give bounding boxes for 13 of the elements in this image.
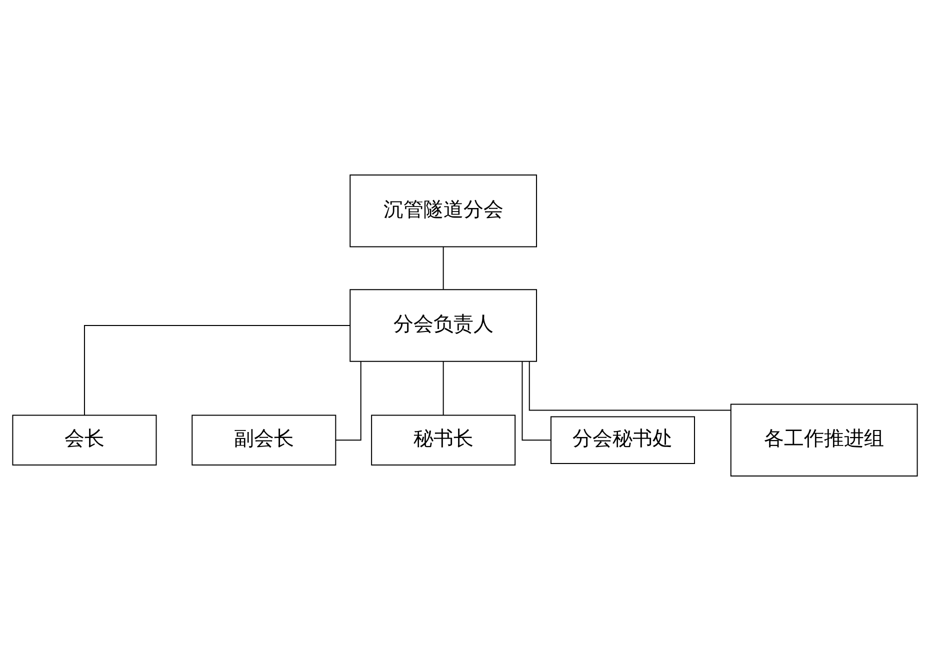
node-box: 分会秘书处 xyxy=(550,416,695,464)
connector xyxy=(522,360,552,441)
connector xyxy=(335,360,362,441)
node-box: 副会长 xyxy=(192,414,336,466)
node-box: 沉管隧道分会 xyxy=(350,174,538,248)
node-box: 秘书长 xyxy=(371,414,516,466)
node-box: 分会负责人 xyxy=(350,289,538,362)
node-box: 会长 xyxy=(12,414,157,466)
node-box: 各工作推进组 xyxy=(730,404,918,477)
connector xyxy=(84,325,350,416)
connector xyxy=(442,246,444,290)
connector xyxy=(442,360,444,416)
connector xyxy=(528,360,732,411)
